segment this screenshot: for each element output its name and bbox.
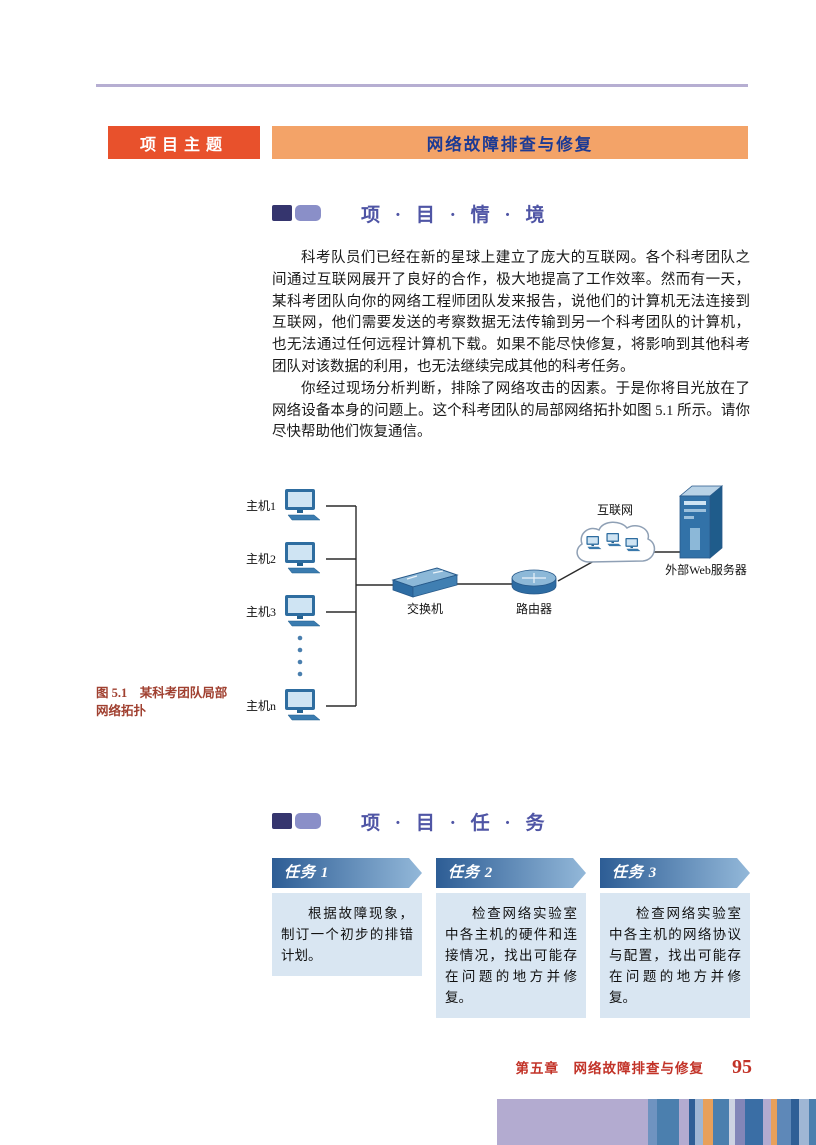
- switch-icon: [391, 567, 459, 598]
- connection-lines: [326, 505, 690, 707]
- situation-paragraph-1: 科考队员们已经在新的星球上建立了庞大的互联网。各个科考团队之间通过互联网展开了良…: [272, 250, 750, 375]
- task2-header: 任务 2: [436, 858, 586, 888]
- host1-label: 主机1: [246, 499, 276, 513]
- decor-stripe: [695, 1099, 703, 1145]
- decor-stripe: [763, 1099, 771, 1145]
- decor-stripe: [713, 1099, 729, 1145]
- figure-caption-line1: 图 5.1 某科考团队局部: [96, 686, 228, 700]
- server-label: 外部Web服务器: [665, 562, 747, 577]
- host1-computer-icon: [284, 488, 321, 521]
- task3-body: 检查网络实验室中各主机的网络协议与配置，找出可能存在问题的地方并修复。: [600, 893, 750, 1018]
- section-header-situation: 项 · 目 · 情 · 境: [272, 202, 550, 226]
- situation-text-block: 科考队员们已经在新的星球上建立了庞大的互联网。各个科考团队之间通过互联网展开了良…: [272, 248, 750, 444]
- decor-stripe: [657, 1099, 679, 1145]
- footer-decoration-lavender-block: [497, 1099, 648, 1145]
- section-title-situation: 项 · 目 · 情 · 境: [361, 204, 550, 226]
- task2-body: 检查网络实验室中各主机的硬件和连接情况，找出可能存在问题的地方并修复。: [436, 893, 586, 1018]
- internet-cloud-icon: [576, 521, 656, 563]
- web-server-icon: [678, 485, 724, 559]
- page-footer: 第五章 网络故障排查与修复 95: [96, 1056, 753, 1079]
- host2-label: 主机2: [246, 552, 276, 566]
- decor-stripe: [745, 1099, 763, 1145]
- task1-body: 根据故障现象，制订一个初步的排错计划。: [272, 893, 422, 976]
- decor-stripe: [777, 1099, 791, 1145]
- figure-caption-line2: 网络拓扑: [96, 704, 147, 718]
- figure-caption: 图 5.1 某科考团队局部 网络拓扑: [96, 684, 236, 720]
- footer-page-number: 95: [732, 1056, 752, 1078]
- task-column-2: 任务 2 检查网络实验室中各主机的硬件和连接情况，找出可能存在问题的地方并修复。: [436, 858, 586, 1018]
- hostn-computer-icon: [284, 688, 321, 721]
- router-icon: [511, 569, 557, 595]
- section-marker-light-square: [295, 205, 321, 221]
- decor-stripe: [729, 1099, 735, 1145]
- decor-stripe: [689, 1099, 695, 1145]
- chapter-banner-title: 网络故障排查与修复: [272, 126, 748, 159]
- section-header-tasks: 项 · 目 · 任 · 务: [272, 810, 550, 834]
- internet-label: 互联网: [597, 503, 633, 517]
- hostn-label: 主机n: [246, 699, 276, 713]
- decor-stripe: [809, 1099, 816, 1145]
- section-marker-dark-square: [272, 205, 292, 221]
- project-theme-tag: 项目主题: [108, 126, 260, 159]
- decor-stripe: [703, 1099, 713, 1145]
- host3-computer-icon: [284, 594, 321, 627]
- decor-stripe: [799, 1099, 809, 1145]
- decor-stripe: [648, 1099, 657, 1145]
- switch-label: 交换机: [407, 601, 443, 616]
- section-marker-light-square: [295, 813, 321, 829]
- footer-chapter-title: 第五章 网络故障排查与修复: [515, 1061, 704, 1076]
- decor-stripe: [735, 1099, 745, 1145]
- section-title-tasks: 项 · 目 · 任 · 务: [361, 812, 550, 834]
- host3-label: 主机3: [246, 605, 276, 619]
- decor-stripe: [679, 1099, 689, 1145]
- host2-computer-icon: [284, 541, 321, 574]
- task-column-1: 任务 1 根据故障现象，制订一个初步的排错计划。: [272, 858, 422, 1018]
- footer-decoration-stripes: [648, 1099, 816, 1145]
- hosts-ellipsis-dots: [297, 635, 303, 677]
- topology-svg: 主机1 主机2 主机3 主机n 交换机 路由器 互联网 外部Web服务器: [246, 485, 747, 721]
- footer-decoration: [497, 1099, 816, 1145]
- section-marker-dark-square: [272, 813, 292, 829]
- router-label: 路由器: [516, 601, 552, 616]
- network-topology-diagram: 主机1 主机2 主机3 主机n 交换机 路由器 互联网 外部Web服务器: [238, 478, 760, 730]
- task-column-3: 任务 3 检查网络实验室中各主机的网络协议与配置，找出可能存在问题的地方并修复。: [600, 858, 750, 1018]
- task1-header: 任务 1: [272, 858, 422, 888]
- task3-header: 任务 3: [600, 858, 750, 888]
- top-rule: [96, 84, 748, 87]
- task-columns: 任务 1 根据故障现象，制订一个初步的排错计划。 任务 2 检查网络实验室中各主…: [272, 858, 750, 1018]
- decor-stripe: [771, 1099, 777, 1145]
- decor-stripe: [791, 1099, 799, 1145]
- situation-paragraph-2: 你经过现场分析判断，排除了网络攻击的因素。于是你将目光放在了网络设备本身的问题上…: [272, 380, 750, 441]
